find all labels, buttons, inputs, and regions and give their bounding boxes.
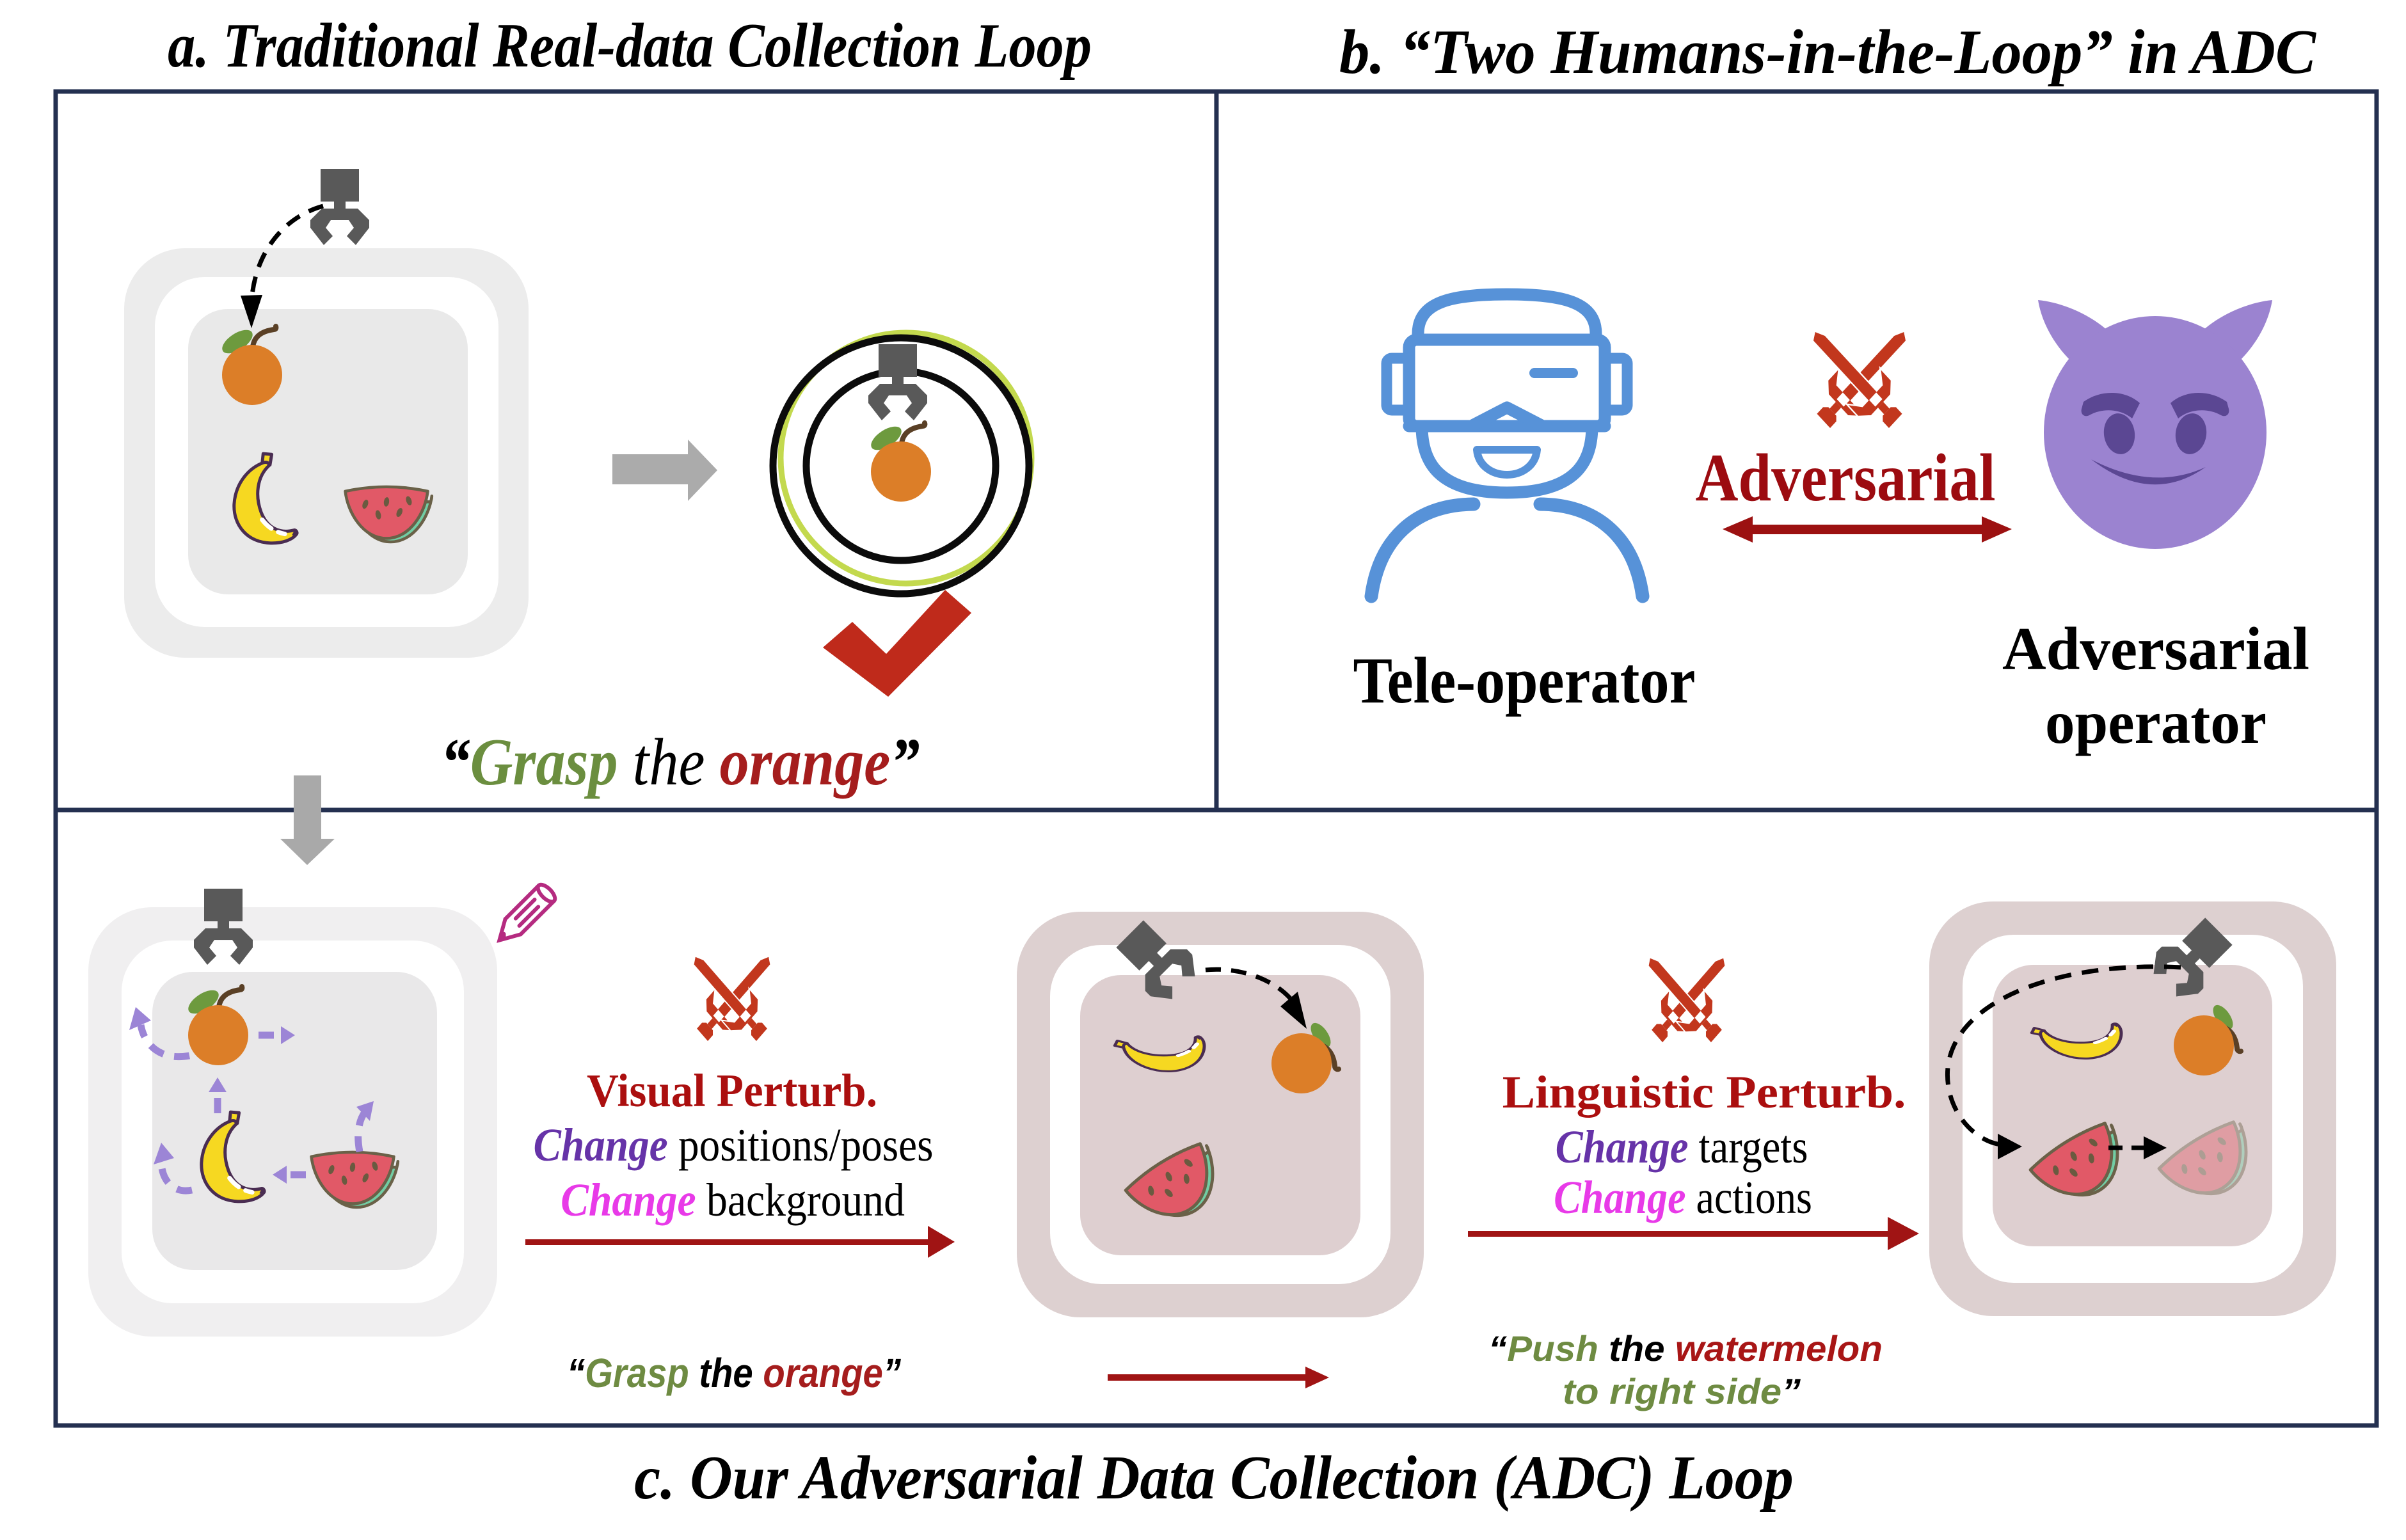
svg-text:Linguistic Perturb.: Linguistic Perturb. (1502, 1067, 1906, 1118)
svg-text:to right side”: to right side” (1563, 1372, 1801, 1412)
svg-text:Change targets: Change targets (1556, 1121, 1808, 1173)
svg-text:“Push the watermelon: “Push the watermelon (1488, 1329, 1883, 1369)
svg-text:a. Traditional Real-data Colle: a. Traditional Real-data Collection Loop (168, 11, 1092, 81)
svg-text:Change positions/poses: Change positions/poses (534, 1119, 934, 1171)
svg-text:c. Our Adversarial Data Collec: c. Our Adversarial Data Collection (ADC)… (634, 1444, 1794, 1512)
svg-text:Change actions: Change actions (1554, 1171, 1812, 1223)
svg-text:Change background: Change background (561, 1175, 905, 1226)
svg-text:“Grasp the orange”: “Grasp the orange” (441, 726, 920, 800)
svg-text:Adversarial: Adversarial (2002, 615, 2309, 683)
svg-text:b. “Two Humans-in-the-Loop” in: b. “Two Humans-in-the-Loop” in ADC (1339, 17, 2316, 86)
svg-text:“Grasp the orange”: “Grasp the orange” (567, 1350, 902, 1396)
svg-text:operator: operator (2045, 689, 2267, 756)
svg-text:Visual Perturb.: Visual Perturb. (587, 1065, 877, 1116)
svg-text:Adversarial: Adversarial (1696, 440, 1996, 515)
svg-text:Tele-operator: Tele-operator (1353, 644, 1696, 717)
